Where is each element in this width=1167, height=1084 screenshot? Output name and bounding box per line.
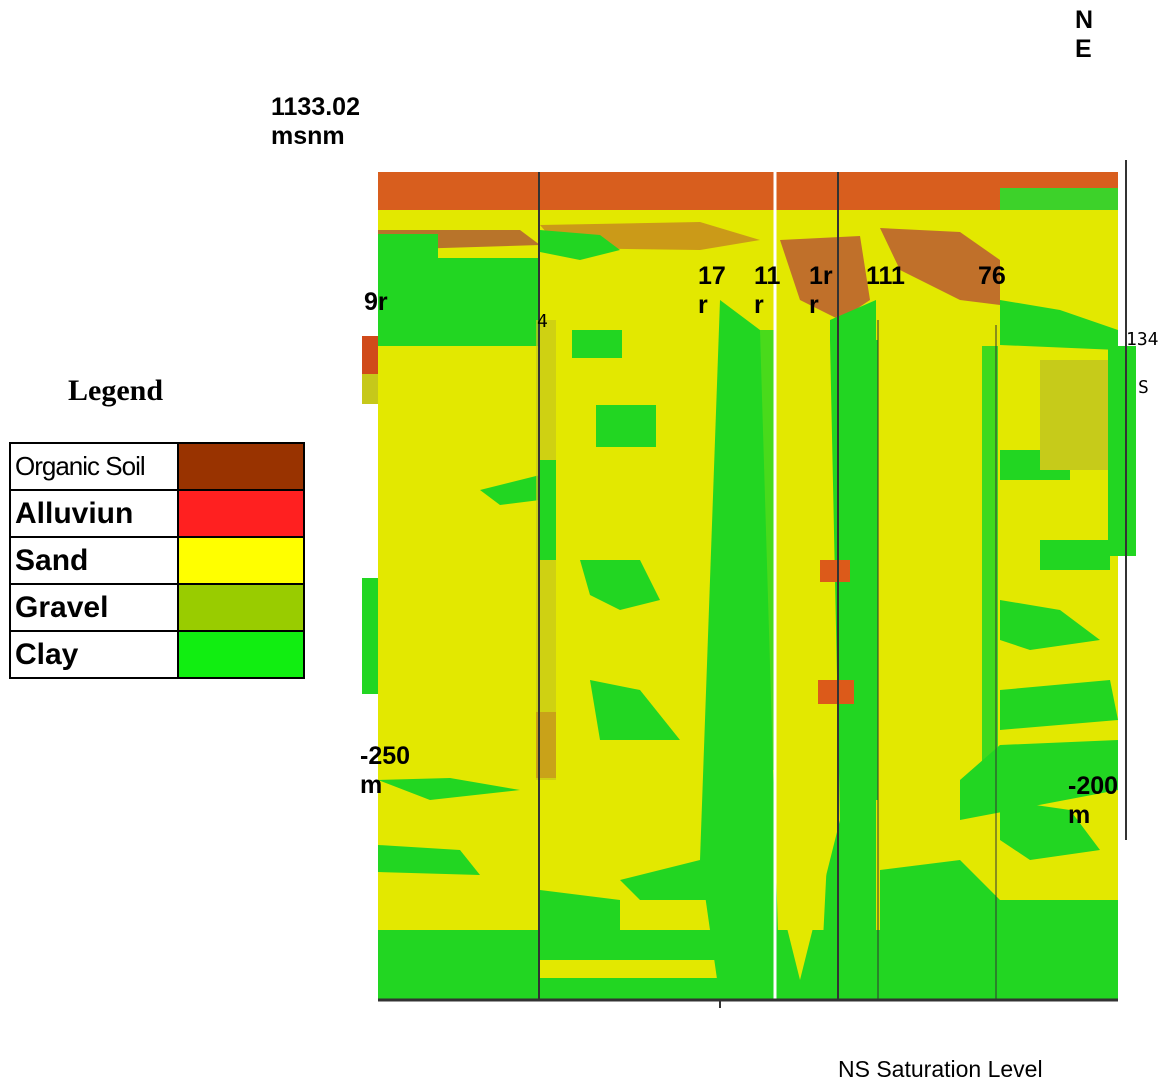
well-label-11r: 11 r	[754, 262, 781, 319]
legend-label: Gravel	[9, 583, 179, 632]
legend-swatch	[177, 583, 305, 632]
clay-right-f	[1040, 540, 1110, 570]
legend-row: Sand	[9, 536, 305, 585]
legend-swatch	[177, 442, 305, 491]
legend-row: Clay	[9, 630, 305, 679]
well-mark-right-sub: S	[1138, 377, 1149, 398]
footer-caption: NS Saturation Level	[838, 1056, 1043, 1082]
organic-right-step	[1000, 172, 1118, 188]
well-4-log-clay	[540, 460, 556, 560]
legend-label: Sand	[9, 536, 179, 585]
legend-swatch	[177, 536, 305, 585]
clay-low-a	[378, 778, 520, 800]
well-label-1rr: 1r r	[809, 262, 833, 319]
well-label-9r: 9r	[364, 288, 388, 316]
legend-label: Alluviun	[9, 489, 179, 538]
clay-left-step	[378, 234, 438, 258]
clay-left-upper	[378, 258, 538, 346]
clay-low-c	[620, 860, 720, 900]
clay-low-b	[378, 845, 480, 875]
well-76-log	[982, 346, 998, 766]
sand-right-top	[1000, 210, 1118, 240]
well-111-log	[862, 340, 878, 800]
clay-low-e	[880, 860, 1118, 930]
clay-mid-d	[580, 560, 660, 610]
legend-label: Clay	[9, 630, 179, 679]
legend-label: Organic Soil	[9, 442, 179, 491]
clay-right-i	[1000, 680, 1118, 730]
legend-row: Organic Soil	[9, 442, 305, 491]
well-9r-log-clay	[362, 578, 378, 694]
gravel-right	[1040, 360, 1118, 470]
clay-right-side	[1108, 346, 1136, 556]
well-9r-log	[362, 374, 378, 404]
legend-table: Organic Soil Alluviun Sand Gravel Clay	[9, 442, 305, 679]
well-label-76: 76	[978, 262, 1006, 290]
clay-mid-b	[596, 405, 656, 447]
well-mark-right: 134	[1126, 329, 1159, 350]
elevation-label: 1133.02 msnm	[271, 93, 360, 150]
well-11-log	[760, 330, 774, 770]
depth-label-left: -250 m	[360, 742, 411, 799]
legend-row: Alluviun	[9, 489, 305, 538]
alluvium-e	[362, 336, 378, 374]
clay-mid-upper	[540, 230, 620, 260]
clay-low-f	[1000, 800, 1100, 860]
clay-low-d	[540, 890, 620, 930]
organic-top-band	[378, 172, 1118, 210]
clay-right-j	[960, 740, 1118, 820]
north-east-label: N E	[1075, 6, 1094, 63]
sand-center-core	[770, 340, 840, 980]
organic-band-right	[880, 228, 1000, 305]
clay-right-k	[1000, 300, 1118, 350]
depth-label-right: -200 m	[1068, 772, 1119, 829]
legend-swatch	[177, 630, 305, 679]
legend-title: Legend	[68, 374, 164, 407]
clay-mid-a	[572, 330, 622, 358]
well-mark-left: 4	[537, 311, 548, 332]
clay-mid-e	[590, 680, 680, 740]
sand-bottom-lens	[540, 960, 720, 978]
well-label-111: 111	[866, 262, 905, 290]
alluvium-b	[818, 680, 854, 704]
clay-mid-c	[480, 475, 540, 505]
legend-row: Gravel	[9, 583, 305, 632]
legend-swatch	[177, 489, 305, 538]
clay-right-h	[1000, 600, 1100, 650]
alluvium-a	[820, 560, 850, 582]
clay-right-top	[1000, 188, 1118, 210]
well-label-17r: 17 r	[698, 262, 726, 319]
organic-lens-center	[780, 236, 870, 320]
